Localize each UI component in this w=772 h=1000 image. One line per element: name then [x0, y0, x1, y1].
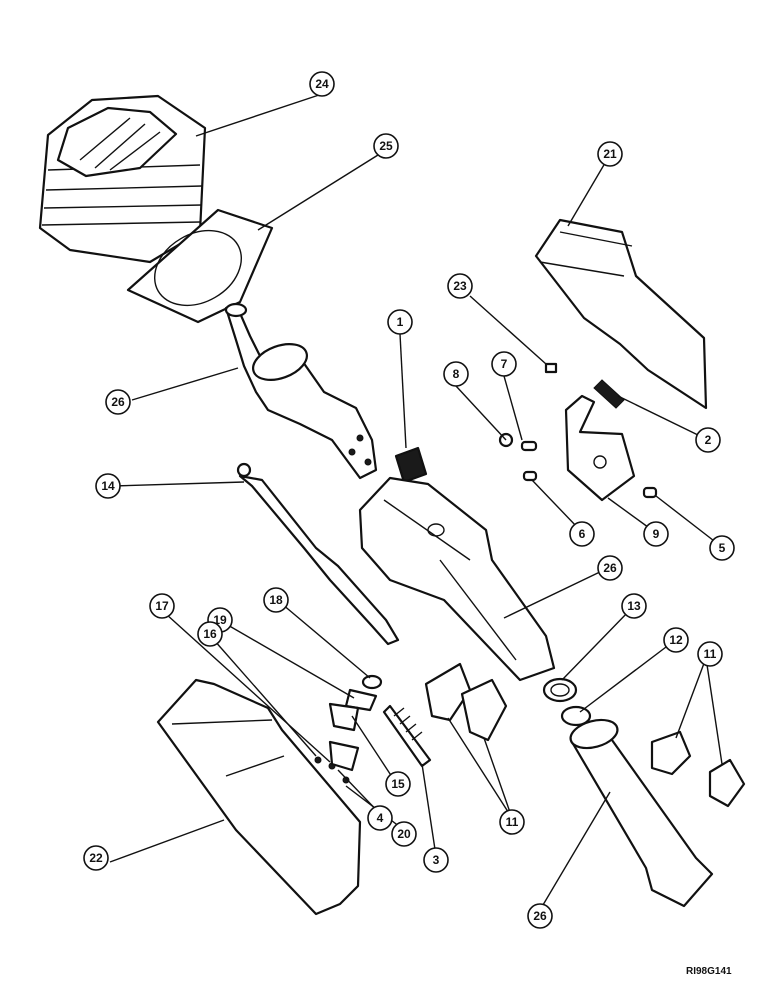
svg-text:16: 16: [203, 627, 217, 641]
callout-26-upper: 26: [105, 389, 131, 415]
callout-24: 24: [309, 71, 335, 97]
callout-15: 15: [385, 771, 411, 797]
part-spring-3: [382, 704, 432, 768]
svg-text:25: 25: [379, 139, 393, 153]
part-spring-1: [394, 446, 428, 484]
callout-1: 1: [387, 309, 413, 335]
svg-text:18: 18: [269, 593, 283, 607]
part-lever-housing: [358, 476, 556, 682]
callout-18: 18: [263, 587, 289, 613]
part-spring-2: [593, 379, 625, 409]
callout-22: 22: [83, 845, 109, 871]
leader-lines: [109, 93, 723, 911]
svg-text:13: 13: [627, 599, 641, 613]
svg-text:7: 7: [501, 357, 508, 371]
callout-14: 14: [95, 473, 121, 499]
part-small-hardware: [314, 674, 383, 784]
part-ring-12: [560, 705, 592, 727]
part-screw-23: [544, 362, 558, 374]
part-cable: [236, 462, 400, 646]
callout-17: 17: [149, 593, 175, 619]
svg-text:26: 26: [533, 909, 547, 923]
svg-text:1: 1: [397, 315, 404, 329]
part-screw-5: [642, 486, 658, 499]
callout-11-right: 11: [697, 641, 723, 667]
part-brackets-11: [424, 662, 508, 742]
svg-text:15: 15: [391, 777, 405, 791]
part-cover-upper: [534, 218, 708, 410]
svg-text:22: 22: [89, 851, 103, 865]
callout-4: 4: [367, 805, 393, 831]
svg-text:9: 9: [653, 527, 660, 541]
callout-20: 20: [391, 821, 417, 847]
callout-25: 25: [373, 133, 399, 159]
callout-12: 12: [663, 627, 689, 653]
callout-26-middle: 26: [597, 555, 623, 581]
callout-6: 6: [569, 521, 595, 547]
part-tube-flange: [569, 718, 714, 908]
part-lever-shaft-upper: [224, 302, 378, 480]
part-pin-7: [520, 440, 538, 452]
callout-2: 2: [695, 427, 721, 453]
svg-text:2: 2: [705, 433, 712, 447]
svg-text:26: 26: [603, 561, 617, 575]
svg-text:21: 21: [603, 147, 617, 161]
callout-26-lower: 26: [527, 903, 553, 929]
part-grommets-11: [650, 730, 746, 808]
svg-text:26: 26: [111, 395, 125, 409]
part-pin-6: [522, 470, 538, 482]
svg-text:11: 11: [506, 815, 519, 829]
svg-text:24: 24: [315, 77, 329, 91]
callout-9: 9: [643, 521, 669, 547]
callout-11-middle: 11: [499, 809, 525, 835]
figure-reference-code: RI98G141: [686, 966, 732, 977]
svg-text:23: 23: [453, 279, 467, 293]
callout-8: 8: [443, 361, 469, 387]
svg-text:5: 5: [719, 541, 726, 555]
svg-text:11: 11: [704, 647, 717, 661]
svg-text:4: 4: [377, 811, 384, 825]
svg-text:8: 8: [453, 367, 460, 381]
svg-text:12: 12: [669, 633, 683, 647]
callout-3: 3: [423, 847, 449, 873]
part-gasket: [126, 208, 274, 324]
svg-text:20: 20: [397, 827, 411, 841]
part-cover-lower: [156, 678, 362, 916]
callout-21: 21: [597, 141, 623, 167]
callout-5: 5: [709, 535, 735, 561]
svg-text:6: 6: [579, 527, 586, 541]
svg-text:14: 14: [101, 479, 115, 493]
part-boot: [38, 94, 207, 264]
callout-23: 23: [447, 273, 473, 299]
part-ring-13: [542, 677, 578, 703]
callout-13: 13: [621, 593, 647, 619]
part-lever-9: [564, 394, 636, 502]
callout-7: 7: [491, 351, 517, 377]
callout-16: 16: [197, 621, 223, 647]
svg-text:17: 17: [155, 599, 169, 613]
svg-text:3: 3: [433, 853, 440, 867]
